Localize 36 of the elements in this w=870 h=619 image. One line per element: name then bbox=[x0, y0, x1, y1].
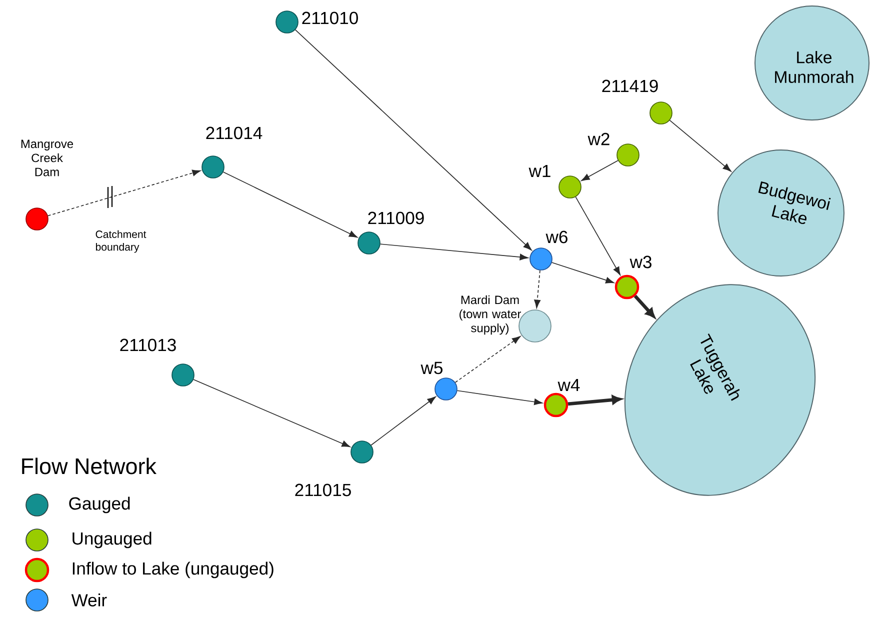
node-label: w5 bbox=[420, 362, 442, 374]
arrow bbox=[370, 396, 436, 446]
node-label: 211013 bbox=[120, 338, 176, 352]
arrow bbox=[634, 294, 655, 318]
node-label: w4 bbox=[558, 378, 580, 392]
arrow bbox=[534, 270, 541, 308]
arrow bbox=[222, 172, 358, 238]
node-label: w2 bbox=[588, 132, 610, 146]
legend-label: Gauged bbox=[69, 496, 130, 514]
node-label: 211010 bbox=[302, 12, 358, 24]
node-label: 211419 bbox=[602, 80, 658, 92]
node-label: w6 bbox=[546, 230, 568, 244]
node-label: Mangrove Creek Dam bbox=[21, 140, 74, 176]
node-label: Mardi Dam (town water supply) bbox=[460, 295, 521, 335]
legend-label: Ungauged bbox=[72, 532, 152, 548]
boundary-label: Catchment boundary bbox=[96, 230, 146, 253]
arrow bbox=[454, 336, 521, 383]
lake-name: Lake Munmorah bbox=[775, 50, 854, 84]
arrow bbox=[380, 244, 528, 260]
arrow bbox=[669, 120, 732, 172]
arrow bbox=[456, 390, 543, 406]
arrow bbox=[551, 262, 614, 284]
arrow bbox=[48, 170, 201, 216]
legend-label: Inflow to Lake (ungauged) bbox=[72, 562, 274, 578]
arrow bbox=[581, 160, 618, 182]
arrow bbox=[294, 29, 532, 250]
node-label: w1 bbox=[528, 164, 550, 178]
arrow bbox=[193, 379, 350, 448]
node-label: 211015 bbox=[295, 484, 351, 496]
legend-label: Weir bbox=[71, 594, 107, 606]
arrow bbox=[575, 196, 621, 276]
node-label: 211009 bbox=[368, 212, 424, 224]
lake-name: Budgewoi Lake bbox=[758, 181, 831, 224]
node-label: w3 bbox=[630, 256, 652, 268]
legend-title: Flow Network bbox=[22, 458, 156, 474]
node-label: 211014 bbox=[206, 126, 262, 140]
